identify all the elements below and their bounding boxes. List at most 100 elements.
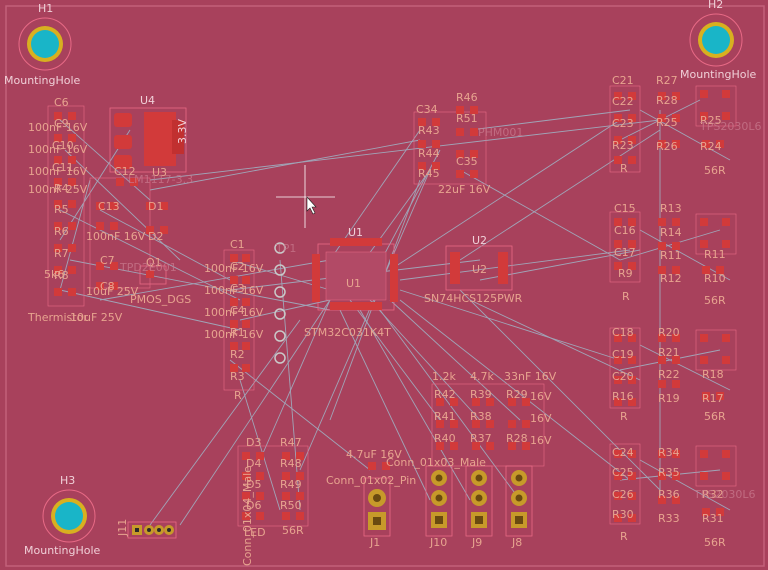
connector-j11[interactable]: J11 Conn_01x04_Male — [116, 466, 254, 566]
val-u1: STM32C031K4T — [304, 326, 391, 339]
ref-r51: R51 — [456, 112, 478, 125]
ref-r30: R30 — [612, 508, 634, 521]
val-c13: 100nF 16V — [86, 230, 146, 243]
footprint-group-c1[interactable]: C1 C2 C3 C4 R1 R2 R3 100nF 16V 100nF 16V… — [204, 238, 296, 402]
ref-r20: R20 — [658, 326, 680, 339]
ref-r48: R48 — [280, 457, 302, 470]
val-u5a: TPS2030L6 — [699, 120, 761, 133]
footprint-u2[interactable]: U2 U2 SN74HCS125PWR — [424, 234, 523, 305]
val-j11: Conn_01x04_Male — [241, 466, 254, 566]
ref-c15: C15 — [614, 202, 636, 215]
h1-ref: H1 — [38, 2, 53, 15]
ref-u2-body: U2 — [472, 263, 487, 276]
ref-r42: R42 — [434, 388, 456, 401]
ref-r14: R14 — [660, 226, 682, 239]
val-r16: R — [620, 410, 628, 423]
val-led: LED — [244, 526, 266, 539]
val-c1: 100nF 16V — [204, 262, 264, 275]
h2-ref: H2 — [708, 0, 723, 11]
val-j1: Conn_01x02_Pin — [326, 474, 416, 487]
ref-r1: R1 — [230, 326, 245, 339]
connector-j8[interactable]: J8 — [505, 465, 533, 549]
ref-c20: C20 — [612, 370, 634, 383]
channel-block-4[interactable]: C24 C25 C26 R30 R34 R35 R36 R32 R33 R31 … — [609, 443, 755, 549]
ref-r17: R17 — [702, 392, 724, 405]
channel-block-3[interactable]: C18 C19 C20 R16 R20 R21 R22 R18 R19 R17 … — [609, 326, 737, 423]
ref-c2: C2 — [230, 260, 245, 273]
val-u2: SN74HCS125PWR — [424, 292, 523, 305]
footprint-u1[interactable]: U1 U1 STM32C031K4T — [304, 226, 398, 339]
ref-d2: D2 — [148, 230, 163, 243]
ref-r25: R25 — [656, 116, 678, 129]
ref-c11: C11 — [52, 161, 74, 174]
ref-c35: C35 — [456, 155, 478, 168]
ref-r23: R23 — [612, 139, 634, 152]
connector-j9[interactable]: J9 Conn_01x03_Male — [386, 456, 493, 549]
ref-c3: C3 — [230, 282, 245, 295]
val-r39: 4.7k — [470, 370, 494, 383]
ref-r49: R49 — [280, 478, 302, 491]
ref-j11: J11 — [116, 519, 129, 537]
ref-r21: R21 — [658, 346, 680, 359]
mounting-hole-h1[interactable]: H1 MountingHole — [4, 2, 81, 87]
ref-j1: J1 — [369, 536, 380, 549]
mounting-hole-h2[interactable]: H2 MountingHole — [680, 0, 757, 81]
mounting-hole-h3[interactable]: H3 MountingHole — [24, 474, 101, 557]
val-c8: 10uF 25V — [70, 311, 123, 324]
ref-c22: C22 — [612, 95, 634, 108]
ref-r41: R41 — [434, 410, 456, 423]
connector-j1[interactable]: 4.7uF 16V Conn_01x02_Pin J1 — [326, 448, 416, 549]
h2-label: MountingHole — [680, 68, 757, 81]
val-u5b: TPS2030L6 — [693, 488, 755, 501]
val-r23: R — [620, 162, 628, 175]
cursor-crosshair — [276, 165, 335, 228]
connector-j10[interactable]: J10 — [425, 465, 453, 549]
ref-c17: C17 — [614, 246, 636, 259]
ref-u4: U4 — [140, 94, 155, 107]
val-r42: 1.2k — [432, 370, 456, 383]
ref-c12: C12 — [114, 165, 136, 178]
board-outline — [5, 5, 765, 567]
ref-d3: D3 — [246, 436, 261, 449]
ref-r45: R45 — [418, 167, 440, 180]
val-c7: 10uF 25V — [86, 285, 139, 298]
ref-c4: C4 — [230, 304, 245, 317]
val-r17: 56R — [704, 410, 726, 423]
channel-block-2[interactable]: C15 C16 C17 R9 R13 R14 R11 R12 R11 R10 R… — [609, 202, 737, 307]
val-c6: 100nF 16V — [28, 121, 88, 134]
footprint-group-u3[interactable]: C12 U3 C13 D1 D2 C7 C8 Q1 PMOS_DGS 100nF… — [70, 165, 193, 324]
val-r47: 56R — [282, 524, 304, 537]
ref-r8: R8 — [54, 269, 69, 282]
ref-u3: U3 — [152, 166, 167, 179]
ref-r2: R2 — [230, 348, 245, 361]
ref-c23: C23 — [612, 117, 634, 130]
ref-c7: C7 — [100, 254, 115, 267]
val-thermistor: Thermistor — [27, 311, 88, 324]
h3-ref: H3 — [60, 474, 75, 487]
val-r43: PHM001 — [478, 126, 523, 139]
h1-label: MountingHole — [4, 74, 81, 87]
ref-r43: R43 — [418, 124, 440, 137]
ref-c19: C19 — [612, 348, 634, 361]
ref-d1: D1 — [148, 200, 163, 213]
footprint-group-r42[interactable]: R42 R41 R40 R39 R38 R37 R29 R28 1.2k 4.7… — [431, 370, 557, 467]
ref-r27: R27 — [656, 74, 678, 87]
ref-r5: R5 — [54, 203, 69, 216]
footprint-u4[interactable]: U4 3.3V — [109, 94, 189, 173]
ref-r46: R46 — [456, 91, 478, 104]
ref-r47: R47 — [280, 436, 302, 449]
ref-c16: C16 — [614, 224, 636, 237]
ref-r12: R12 — [660, 272, 682, 285]
footprint-group-left[interactable]: C6 C9 C10 C11 R4 R5 R6 R7 R8 100nF 16V 1… — [27, 96, 88, 324]
val-c9: 100nF 16V — [28, 143, 88, 156]
footprint-group-c34[interactable]: C34 R43 R44 R45 R46 R51 C35 22uF 16V PHM… — [413, 91, 523, 196]
ref-r29: R29 — [506, 388, 528, 401]
footprint-group-leds[interactable]: D3 D4 D5 D6 R47 R48 R49 R50 LED 56R — [237, 436, 309, 539]
ref-r38: R38 — [470, 410, 492, 423]
channel-block-1[interactable]: C21 C22 C23 R23 R27 R28 R25 R26 R25 R24 … — [609, 74, 761, 177]
ref-r36: R36 — [658, 488, 680, 501]
val-r8: 5k6 — [44, 268, 64, 281]
ref-r32: R32 — [702, 488, 724, 501]
